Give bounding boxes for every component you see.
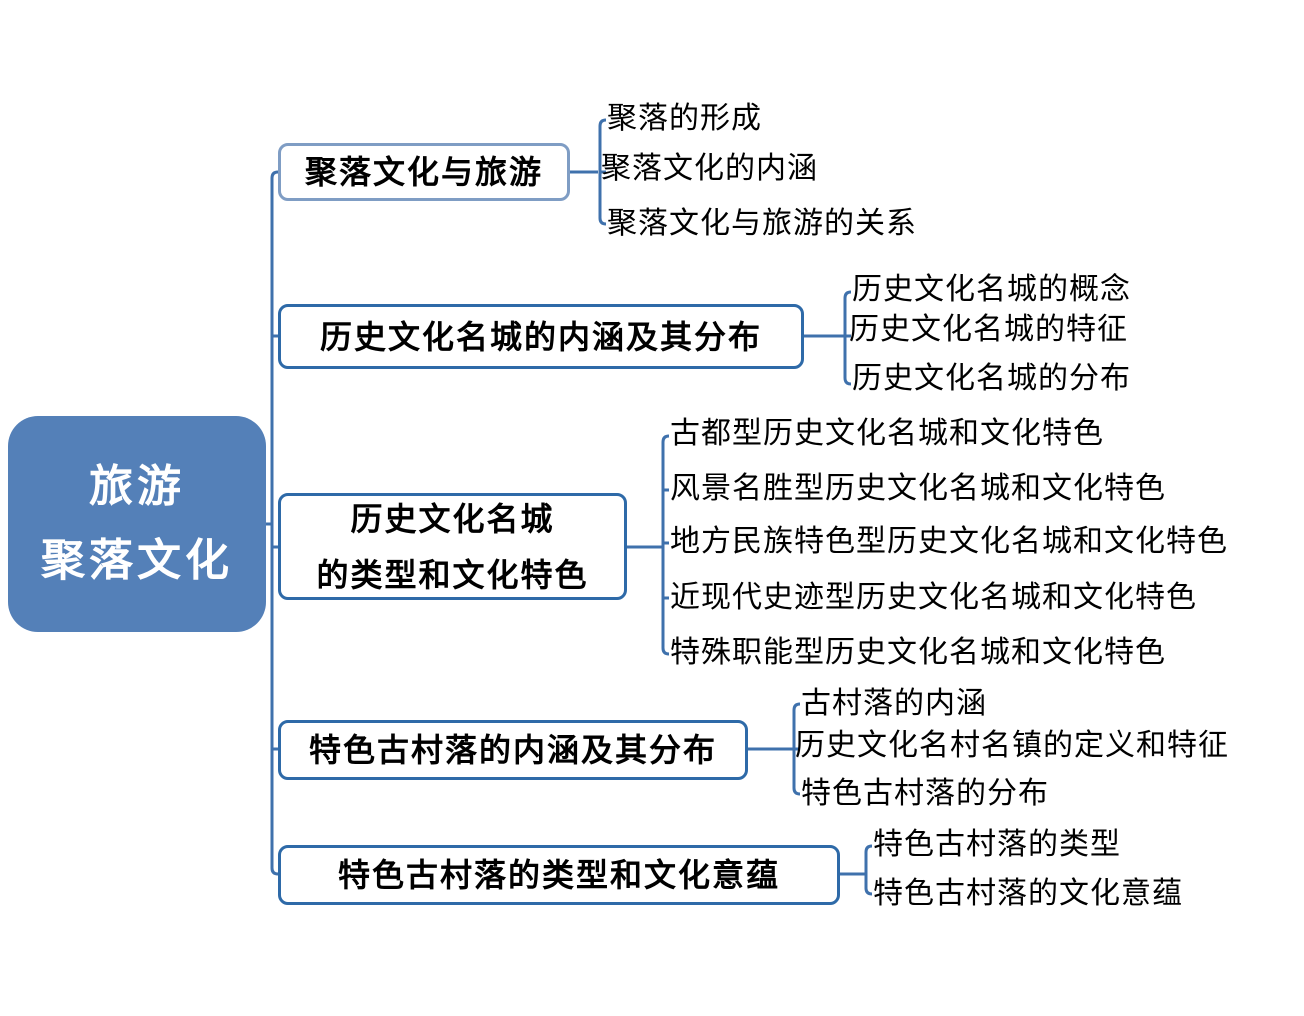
bracket-3 xyxy=(627,434,670,656)
branch-5-title: 特色古村落的类型和文化意蕴 xyxy=(337,856,780,894)
branch-1-title: 聚落文化与旅游 xyxy=(304,153,543,191)
branch-4-node: 特色古村落的内涵及其分布 xyxy=(278,720,748,780)
root-node: 旅游 聚落文化 xyxy=(8,416,266,632)
branch-5-leaf-1: 特色古村落的类型 xyxy=(873,827,1121,862)
branch-4-leaf-2: 历史文化名村名镇的定义和特征 xyxy=(795,728,1229,763)
branch-1-leaf-2: 聚落文化的内涵 xyxy=(601,151,818,186)
branch-3-leaf-5: 特殊职能型历史文化名城和文化特色 xyxy=(670,635,1166,670)
branch-3-leaf-2: 风景名胜型历史文化名城和文化特色 xyxy=(670,471,1166,506)
branch-5-node: 特色古村落的类型和文化意蕴 xyxy=(278,845,840,905)
bracket-4 xyxy=(748,702,801,796)
bracket-2 xyxy=(804,290,852,386)
branch-2-title: 历史文化名城的内涵及其分布 xyxy=(319,317,762,356)
root-title-line2: 聚落文化 xyxy=(41,535,233,586)
root-title-line1: 旅游 xyxy=(89,461,185,512)
branch-2-leaf-2: 历史文化名城的特征 xyxy=(849,312,1128,347)
branch-3-node: 历史文化名城 的类型和文化特色 xyxy=(278,493,627,600)
branch-4-leaf-3: 特色古村落的分布 xyxy=(801,776,1049,811)
branch-5-leaf-2: 特色古村落的文化意蕴 xyxy=(873,876,1183,911)
branch-2-leaf-1: 历史文化名城的概念 xyxy=(852,272,1131,307)
main-spine xyxy=(270,170,279,876)
branch-1-leaf-1: 聚落的形成 xyxy=(607,101,762,136)
branch-3-leaf-4: 近现代史迹型历史文化名城和文化特色 xyxy=(670,580,1197,615)
branch-1-leaf-3: 聚落文化与旅游的关系 xyxy=(607,206,917,241)
branch-3-leaf-1: 古都型历史文化名城和文化特色 xyxy=(670,416,1104,451)
branch-1-node: 聚落文化与旅游 xyxy=(278,143,570,201)
bracket-5 xyxy=(840,844,873,896)
bracket-1 xyxy=(570,118,607,226)
branch-2-node: 历史文化名城的内涵及其分布 xyxy=(278,304,804,369)
branch-3-title-line2: 的类型和文化特色 xyxy=(316,555,589,594)
branch-4-leaf-1: 古村落的内涵 xyxy=(801,686,987,721)
branch-4-title: 特色古村落的内涵及其分布 xyxy=(308,731,717,769)
branch-3-title-line1: 历史文化名城 xyxy=(350,499,555,538)
branch-2-leaf-3: 历史文化名城的分布 xyxy=(852,361,1131,396)
branch-3-leaf-3: 地方民族特色型历史文化名城和文化特色 xyxy=(670,524,1228,559)
